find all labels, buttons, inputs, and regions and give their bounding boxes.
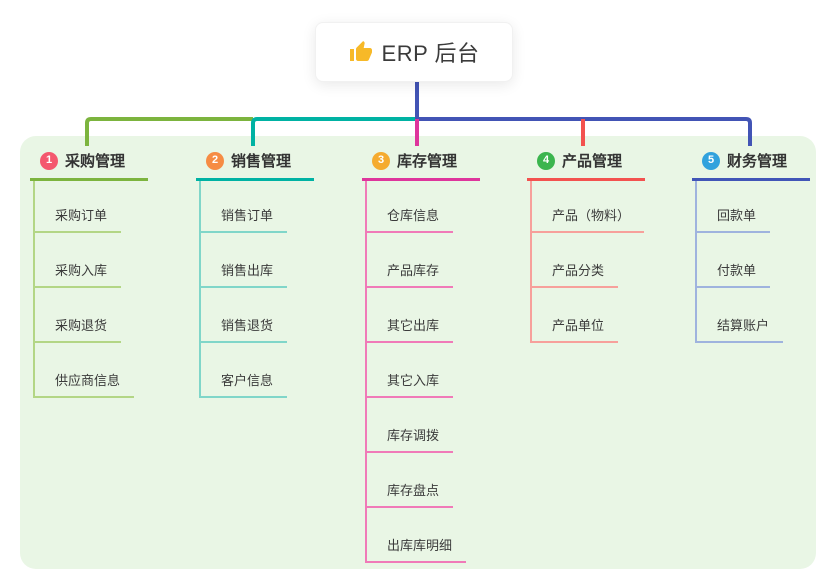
branch-children: 产品（物料）产品分类产品单位 <box>530 181 645 343</box>
branch-1: 1 采购管理采购订单采购入库采购退货供应商信息 <box>30 150 148 398</box>
child-item[interactable]: 采购退货 <box>35 288 122 343</box>
thumbs-up-icon <box>349 41 372 61</box>
branch-header[interactable]: 2 销售管理 <box>196 150 314 181</box>
branch-children: 仓库信息产品库存其它出库其它入库库存调拨库存盘点出库库明细 <box>365 181 467 563</box>
child-item[interactable]: 结算账户 <box>697 288 784 343</box>
branch-number-badge: 5 <box>702 151 720 170</box>
child-item[interactable]: 产品分类 <box>532 233 619 288</box>
child-item[interactable]: 出库库明细 <box>367 508 467 563</box>
child-item[interactable]: 销售退货 <box>201 288 288 343</box>
child-item[interactable]: 销售订单 <box>201 181 288 233</box>
branch-children: 回款单付款单结算账户 <box>695 181 784 343</box>
branch-label: 财务管理 <box>727 153 788 170</box>
branch-number-badge: 2 <box>206 151 224 170</box>
branch-header[interactable]: 3 库存管理 <box>362 150 480 181</box>
child-item[interactable]: 客户信息 <box>201 343 288 398</box>
child-item[interactable]: 库存调拨 <box>367 398 454 453</box>
branch-label: 采购管理 <box>65 153 126 170</box>
branch-header[interactable]: 1 采购管理 <box>30 150 148 181</box>
branch-number-badge: 4 <box>537 151 555 170</box>
branch-3: 3 库存管理仓库信息产品库存其它出库其它入库库存调拨库存盘点出库库明细 <box>362 150 480 563</box>
child-item[interactable]: 产品（物料） <box>532 181 645 233</box>
branch-label: 库存管理 <box>397 153 458 170</box>
branch-number-badge: 3 <box>372 151 390 170</box>
child-item[interactable]: 仓库信息 <box>367 181 454 233</box>
branch-4: 4 产品管理产品（物料）产品分类产品单位 <box>527 150 645 343</box>
branch-header[interactable]: 4 产品管理 <box>527 150 645 181</box>
child-item[interactable]: 供应商信息 <box>35 343 135 398</box>
branch-5: 5 财务管理回款单付款单结算账户 <box>692 150 810 343</box>
mindmap-panel <box>20 136 816 569</box>
child-item[interactable]: 其它入库 <box>367 343 454 398</box>
root-node[interactable]: ERP 后台 <box>315 22 513 82</box>
child-item[interactable]: 回款单 <box>697 181 771 233</box>
child-item[interactable]: 销售出库 <box>201 233 288 288</box>
branch-children: 采购订单采购入库采购退货供应商信息 <box>33 181 135 398</box>
branch-header[interactable]: 5 财务管理 <box>692 150 810 181</box>
child-item[interactable]: 采购订单 <box>35 181 122 233</box>
child-item[interactable]: 采购入库 <box>35 233 122 288</box>
branch-number-badge: 1 <box>40 151 58 170</box>
root-title: ERP 后台 <box>381 41 480 66</box>
child-item[interactable]: 产品库存 <box>367 233 454 288</box>
child-item[interactable]: 产品单位 <box>532 288 619 343</box>
child-item[interactable]: 其它出库 <box>367 288 454 343</box>
child-item[interactable]: 库存盘点 <box>367 453 454 508</box>
branch-label: 产品管理 <box>562 153 623 170</box>
branch-label: 销售管理 <box>231 153 292 170</box>
branch-2: 2 销售管理销售订单销售出库销售退货客户信息 <box>196 150 314 398</box>
child-item[interactable]: 付款单 <box>697 233 771 288</box>
branch-children: 销售订单销售出库销售退货客户信息 <box>199 181 288 398</box>
